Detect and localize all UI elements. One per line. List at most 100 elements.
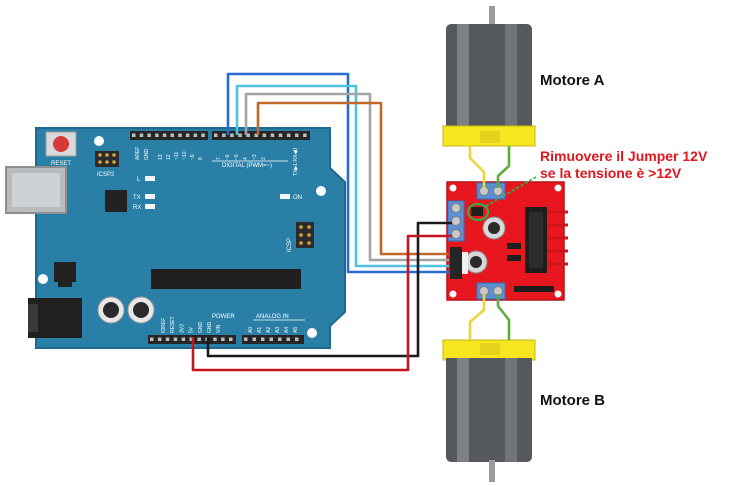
mounting-hole [94,136,104,146]
capacitor [127,296,155,324]
l298n-driver [446,181,568,301]
digital-pin-label: ~9 [190,154,196,160]
header-pin [178,133,182,137]
power-pin-label: VIN [216,324,222,333]
wire-red [191,234,452,372]
header-pin [262,133,267,137]
led-l [145,176,155,181]
analog-pin-label: A2 [266,327,272,333]
wire-motor-b-yellow [468,294,486,340]
header-pin [147,133,151,137]
wire-black [206,221,452,358]
power-pin-label: IOREF [161,318,167,333]
digital-pin-label: 8 [198,157,204,160]
led-rx-label: RX [133,205,141,211]
led-l-label: L [137,177,141,183]
header-pin [181,337,186,341]
digital-pin-label: 4 [243,157,249,160]
icsp2-label: ICSP2 [97,172,115,178]
header-pin [252,337,256,341]
header-pin [197,337,201,341]
control-pin-header [450,247,468,279]
header-pin [286,133,291,137]
driver-capacitor [482,216,506,240]
header-pin [165,337,170,341]
power-wires [191,221,452,372]
led-on [280,194,290,199]
digital-pin-label: 2 [261,157,267,160]
header-pin [213,337,217,341]
header-pin [185,133,190,137]
header-pin [303,133,307,137]
analog-pin-label: A4 [284,327,290,333]
motor-a-label: Motore A [540,72,605,89]
digital-pin-label: ~6 [225,154,231,160]
digital-header [130,131,310,140]
capacitor [97,296,125,324]
header-pin [244,337,248,341]
digital-pin-label: ~10 [182,151,188,160]
txrx-label: TX▶1 RX◀0 [293,148,299,176]
reset-label: RESET [51,161,71,167]
header-pin [278,133,283,137]
header-pin [170,133,174,137]
motor-b [442,339,536,482]
jumper-warning-line2: se la tensione è >12V [540,165,682,181]
header-pin [221,337,225,341]
header-pin [278,337,282,341]
header-pin [286,337,290,341]
digital-pin-label: ~5 [234,154,240,160]
jumper-highlight [467,203,489,221]
power-label: POWER [212,314,235,320]
header-pin [270,133,275,137]
analog-pin-label: A3 [275,327,281,333]
header-pin [201,133,205,137]
wire-motor-a-green [496,146,511,188]
header-pin [238,133,242,137]
motor-a [442,6,536,147]
header-pin [214,133,218,137]
l298n-chip [525,207,547,273]
header-pin [269,337,273,341]
power-pin-label: RESET [170,316,176,333]
jumper-warning-line1: Rimuovere il Jumper 12V [540,148,708,164]
header-pin [295,133,299,137]
header-pin [295,337,299,341]
header-pin [132,133,136,137]
header-pin [229,337,233,341]
aref-label: AREF [135,147,141,160]
power-pin-label: 3V3 [179,324,185,333]
power-pin-label: 5V [189,326,195,333]
mounting-hole [316,186,326,196]
power-terminal [447,200,465,242]
header-pin [254,133,258,137]
icsp-label: ICSP [287,238,293,252]
wire-cyan [235,84,449,268]
header-pin [230,133,234,137]
header-pin [246,133,250,137]
header-pin [139,133,144,137]
mounting-hole [38,274,48,284]
digital-pin-label: ~11 [174,152,180,160]
wire-orange [256,101,449,256]
mounting-hole [307,328,317,338]
header-pin [261,337,265,341]
header-pin [222,133,226,137]
usb-chip [105,190,127,212]
digital-pin-label: 13 [158,154,164,160]
header-pin [193,133,198,137]
gnd-label-top: GND [144,149,150,161]
voltage-regulator [54,262,76,282]
driver-capacitor [464,250,488,274]
led-rx [145,204,155,209]
icsp2-header [95,151,119,167]
analog-pin-label: A5 [293,327,299,333]
motor-b-terminal [476,282,506,300]
header-pin [150,337,154,341]
led-tx [145,194,155,199]
jumper-12v [471,207,483,216]
icsp-header [296,222,314,248]
digital-label: DIGITAL (PWM=~) [222,163,272,169]
